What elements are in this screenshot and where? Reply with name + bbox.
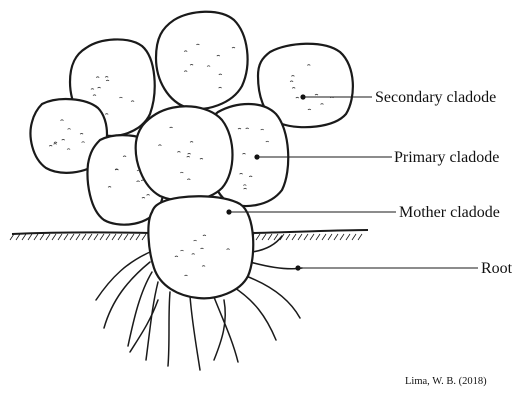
soil-hatch-mark <box>118 234 122 240</box>
soil-hatch-mark <box>268 234 272 240</box>
soil-hatch-mark <box>346 234 350 240</box>
soil-hatch-mark <box>58 234 62 240</box>
soil-hatch-mark <box>262 234 266 240</box>
soil-hatch-mark <box>112 234 116 240</box>
soil-hatch-mark <box>88 234 92 240</box>
soil-hatch-mark <box>304 234 308 240</box>
primary-cladode-label: Primary cladode <box>394 149 499 166</box>
credit-text: Lima, W. B. (2018) <box>405 376 487 387</box>
soil-hatch-mark <box>124 234 128 240</box>
soil-hatch-mark <box>46 234 50 240</box>
soil-hatch-mark <box>22 234 26 240</box>
soil-hatch-mark <box>298 234 302 240</box>
soil-hatch-mark <box>358 234 362 240</box>
soil-hatch-mark <box>130 234 134 240</box>
soil-hatch-mark <box>334 234 338 240</box>
soil-hatch-mark <box>136 234 140 240</box>
primary-cladode-center <box>136 106 233 200</box>
soil-hatch-mark <box>76 234 80 240</box>
soil-hatch-mark <box>82 234 86 240</box>
soil-hatch-mark <box>34 234 38 240</box>
soil-hatch-mark <box>328 234 332 240</box>
soil-hatch-mark <box>142 234 146 240</box>
soil-hatch-mark <box>352 234 356 240</box>
soil-hatch-mark <box>70 234 74 240</box>
soil-hatch-mark <box>292 234 296 240</box>
soil-hatch-mark <box>340 234 344 240</box>
soil-hatch-mark <box>256 234 260 240</box>
soil-hatch-mark <box>64 234 68 240</box>
soil-hatch-mark <box>10 234 14 240</box>
soil-hatch-mark <box>106 234 110 240</box>
soil-hatch-mark <box>286 234 290 240</box>
soil-hatch-mark <box>28 234 32 240</box>
secondary-cladode-top-center <box>156 12 248 109</box>
soil-hatch-mark <box>40 234 44 240</box>
mother-cladode-label: Mother cladode <box>399 204 500 221</box>
soil-hatch-mark <box>274 234 278 240</box>
soil-hatch-mark <box>100 234 104 240</box>
soil-hatch-mark <box>316 234 320 240</box>
soil-hatch-mark <box>94 234 98 240</box>
root-label: Root <box>481 260 513 277</box>
secondary-cladode-label: Secondary cladode <box>375 89 496 106</box>
soil-hatch-mark <box>322 234 326 240</box>
soil-hatch-mark <box>52 234 56 240</box>
soil-hatch-mark <box>16 234 20 240</box>
soil-hatch-mark <box>310 234 314 240</box>
